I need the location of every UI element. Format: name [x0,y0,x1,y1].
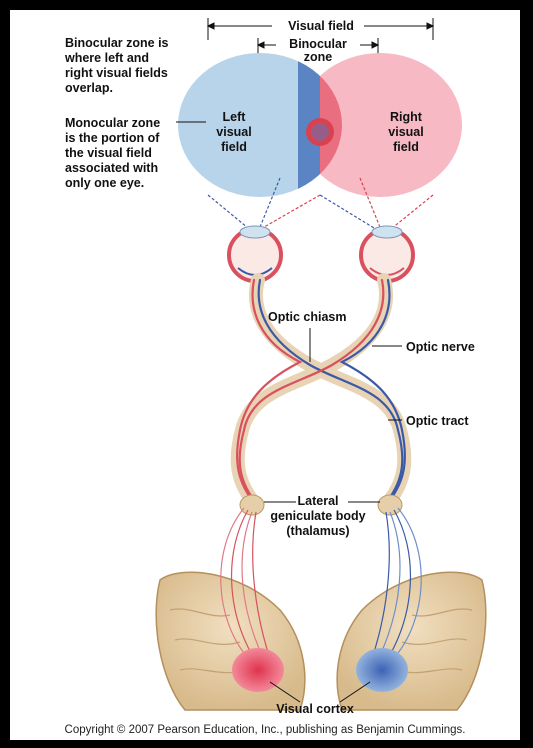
optic-tract-label: Optic tract [406,414,469,429]
visual-cortex-label: Visual cortex [260,702,370,717]
optic-chiasm-label: Optic chiasm [268,310,347,325]
binocular-zone-label: Binocular zone [272,38,364,64]
left-eye [229,226,281,281]
monocular-zone-description: Monocular zone is the portion of the vis… [65,116,205,191]
left-visual-field-label: Left visual field [206,110,262,155]
copyright-notice: Copyright © 2007 Pearson Education, Inc.… [10,724,520,736]
optic-nerve-label: Optic nerve [406,340,475,355]
diagram-frame: Visual field Binocular zone Binocular zo… [10,10,520,740]
binocular-zone-description: Binocular zone is where left and right v… [65,36,205,96]
right-visual-cortex [356,648,408,692]
visual-field-label: Visual field [276,19,366,34]
occipital-lobes [156,572,486,710]
lateral-geniculate-label: Lateral geniculate body (thalamus) [254,494,382,539]
right-eye [361,226,413,281]
left-visual-cortex [232,648,284,692]
right-visual-field-label: Right visual field [376,110,436,155]
